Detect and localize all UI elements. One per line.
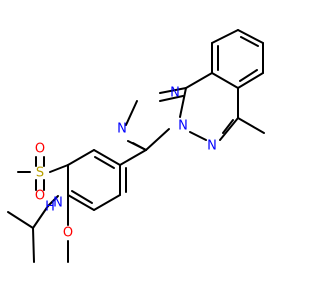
chemical-structure-diagram: N N N N S O O N H O	[7, 29, 265, 263]
atom-n-bridge: N	[178, 119, 188, 134]
bond	[211, 29, 239, 44]
bond	[132, 142, 147, 151]
bond	[67, 194, 95, 211]
atom-o-sulfonyl-top: O	[35, 142, 45, 157]
atom-n-sulfonamide: N	[53, 196, 63, 211]
bond	[93, 194, 121, 211]
bond	[32, 227, 35, 263]
bond	[7, 211, 34, 229]
bond	[32, 205, 49, 229]
bond	[159, 87, 187, 94]
atom-o-methoxy: O	[63, 226, 73, 241]
atom-s-sulfonyl: S	[36, 166, 44, 181]
atom-h-sulfonamide: H	[45, 200, 55, 215]
atom-n-ring-lower: N	[207, 139, 217, 154]
bond	[240, 36, 259, 47]
atom-o-sulfonyl-bottom: O	[35, 189, 45, 204]
bond	[185, 72, 213, 89]
bond	[93, 149, 121, 166]
bond	[125, 100, 138, 126]
bond	[49, 164, 69, 173]
bond	[237, 72, 264, 89]
bond	[237, 29, 264, 44]
bond	[71, 190, 93, 204]
atom-n-triazole-top: N	[170, 86, 180, 101]
bond	[119, 149, 147, 166]
bond	[222, 119, 234, 134]
bond	[159, 95, 184, 102]
bond-layer	[7, 29, 265, 263]
bond	[239, 69, 258, 82]
bond	[145, 128, 170, 151]
bond	[211, 72, 239, 89]
bond	[67, 149, 95, 166]
bond	[189, 131, 207, 141]
bond	[219, 117, 239, 141]
bond	[94, 156, 115, 169]
bond	[237, 117, 265, 134]
bond	[179, 87, 187, 118]
atom-n-triazole-left: N	[117, 122, 127, 137]
bond	[47, 195, 59, 207]
atom-labels: N N N N S O O N H O	[35, 86, 217, 241]
